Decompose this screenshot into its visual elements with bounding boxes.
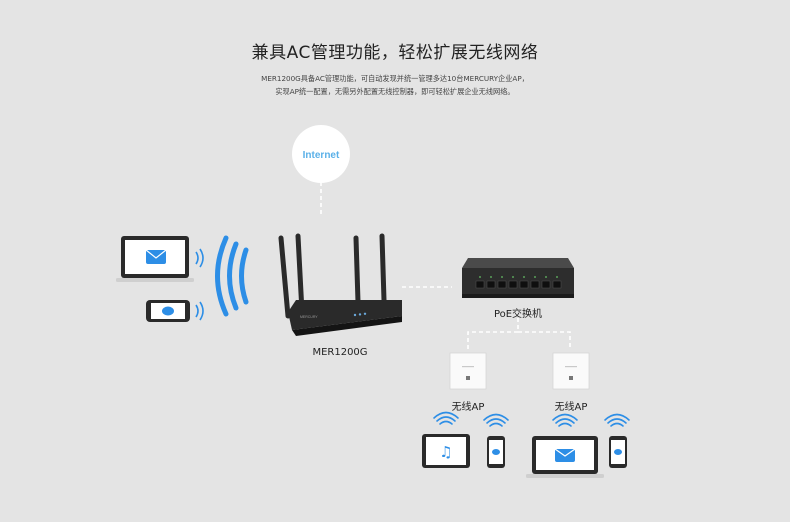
mail-icon bbox=[555, 449, 575, 462]
laptop-icon bbox=[526, 436, 604, 478]
wifi-waves-icon bbox=[196, 249, 203, 267]
switch-label: PoE交换机 bbox=[478, 305, 558, 320]
switch-ap-right-link bbox=[518, 332, 570, 350]
wifi-waves-icon bbox=[605, 415, 629, 427]
router-brand-text: MERCURY bbox=[300, 315, 318, 319]
phone-icon bbox=[146, 300, 190, 322]
tablet-icon: ♫ bbox=[422, 434, 470, 468]
switch-ap-left-link bbox=[468, 318, 518, 350]
wifi-waves-icon bbox=[218, 238, 247, 314]
ap-left-label: 无线AP bbox=[428, 398, 508, 413]
music-icon: ♫ bbox=[439, 443, 452, 461]
chat-icon bbox=[162, 307, 174, 316]
wifi-waves-icon bbox=[484, 415, 508, 427]
access-point-icon bbox=[553, 353, 589, 389]
switch-icon bbox=[462, 258, 574, 298]
wifi-waves-icon bbox=[434, 413, 458, 425]
svg-text:♫: ♫ bbox=[439, 443, 452, 461]
wifi-waves-icon bbox=[196, 302, 203, 320]
chat-icon bbox=[492, 449, 500, 455]
internet-label: Internet bbox=[303, 150, 340, 161]
access-point-icon bbox=[450, 353, 486, 389]
phone-icon bbox=[609, 436, 627, 468]
ap-right-label: 无线AP bbox=[531, 398, 611, 413]
chat-icon bbox=[614, 449, 622, 455]
laptop-icon bbox=[116, 236, 194, 282]
internet-node: Internet bbox=[292, 125, 350, 183]
phone-icon bbox=[487, 436, 505, 468]
router-label: MER1200G bbox=[300, 347, 380, 358]
wifi-waves-icon bbox=[553, 415, 577, 427]
mail-icon bbox=[146, 250, 166, 264]
router-icon: MERCURY bbox=[281, 236, 402, 336]
